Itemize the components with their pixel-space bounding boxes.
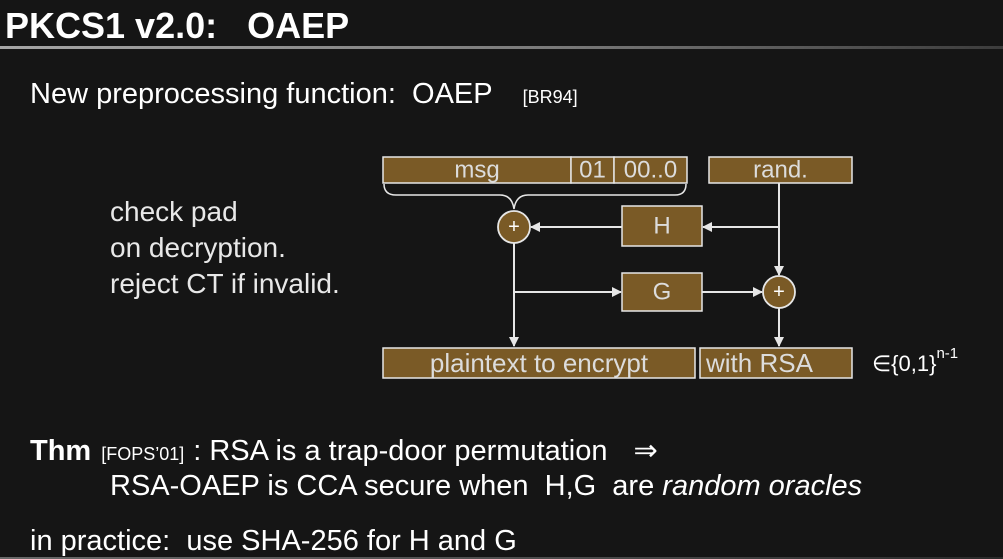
side-note: check pad on decryption. reject CT if in…: [110, 194, 340, 302]
hash-h-label: H: [653, 213, 670, 240]
padded-message-brace: [383, 183, 687, 210]
domain-exponent: n-1: [936, 345, 958, 362]
domain-set: ∈{0,1}: [872, 351, 936, 376]
plaintext-label: plaintext to encrypt: [430, 348, 649, 378]
pad-01-box: [570, 156, 615, 184]
side-note-line: check pad: [110, 196, 238, 227]
practice-note: in practice: use SHA-256 for H and G: [30, 525, 517, 557]
hash-g-box: [621, 272, 703, 312]
hash-g-label: G: [653, 279, 672, 306]
side-note-line: reject CT if invalid.: [110, 268, 340, 299]
title-underline: [0, 46, 1003, 49]
subtitle: New preprocessing function: OAEP [BR94]: [30, 80, 578, 109]
pad-zeros-label: 00..0: [624, 157, 677, 184]
theorem-reference: [FOPS’01]: [101, 444, 185, 464]
theorem-statement: : RSA is a trap-door permutation: [193, 435, 608, 467]
plaintext-box: [382, 347, 696, 379]
rand-label: rand.: [753, 157, 808, 184]
conclusion-emphasis: random oracles: [662, 470, 863, 502]
side-note-line: on decryption.: [110, 232, 286, 263]
domain-annotation: ∈{0,1}n-1: [872, 345, 958, 376]
hash-h-box: [621, 205, 703, 247]
theorem-label: Thm: [30, 435, 92, 467]
theorem-line: Thm [FOPS’01] : RSA is a trap-door permu…: [30, 437, 658, 466]
subtitle-text: New preprocessing function: OAEP: [30, 78, 493, 110]
conclusion-text: RSA-OAEP is CCA secure when H,G are: [110, 470, 663, 502]
subtitle-reference: [BR94]: [522, 87, 578, 107]
msg-box: [382, 156, 572, 184]
pad-01-label: 01: [579, 157, 606, 184]
pad-zeros-box: [613, 156, 688, 184]
footer-rule: [0, 557, 1003, 559]
theorem-conclusion: RSA-OAEP is CCA secure when H,G are rand…: [110, 472, 862, 501]
with-rsa-label: with RSA: [705, 348, 814, 378]
xor-symbol-right: +: [773, 281, 785, 303]
implies-symbol: ⇒: [633, 435, 658, 467]
with-rsa-box: [699, 347, 853, 379]
xor-symbol-left: +: [508, 216, 520, 238]
rand-box: [708, 156, 853, 184]
msg-label: msg: [454, 157, 499, 184]
slide-title: PKCS1 v2.0: OAEP: [5, 5, 350, 46]
